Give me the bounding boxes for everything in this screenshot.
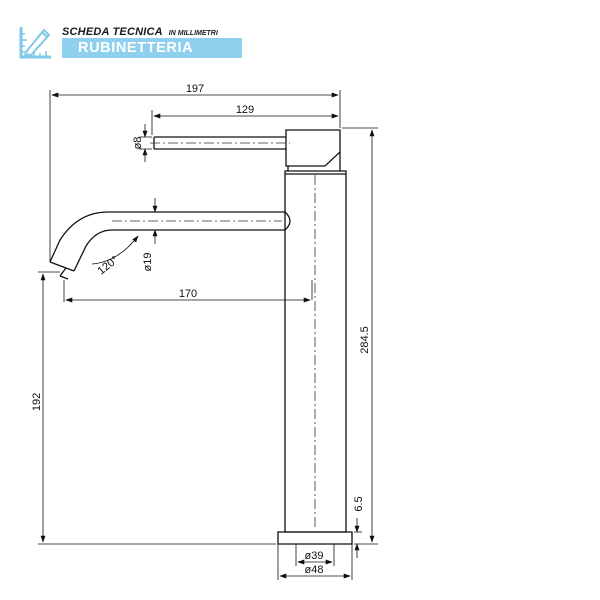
- title-line: SCHEDA TECNICA IN MILLIMETRI: [62, 22, 218, 38]
- dim-lever-diameter: ø8: [132, 137, 144, 150]
- dim-spout-diameter: ø19: [142, 253, 154, 272]
- extension-lines: [38, 90, 378, 580]
- dim-spout-reach: 170: [179, 288, 197, 300]
- header: SCHEDA TECNICA IN MILLIMETRI RUBINETTERIA: [18, 22, 248, 64]
- dim-spout-angle: 120°: [95, 254, 120, 277]
- page-title: SCHEDA TECNICA: [62, 26, 163, 38]
- unit-note: IN MILLIMETRI: [168, 30, 218, 37]
- dim-base-height: 6.5: [353, 496, 365, 511]
- center-lines: [112, 142, 316, 530]
- dim-spout-height: 192: [31, 393, 43, 411]
- dim-inner-base-diameter: ø39: [305, 550, 324, 562]
- dim-total-height: 284.5: [359, 326, 371, 354]
- dim-lever-length: 129: [236, 104, 254, 116]
- dim-outer-base-diameter: ø48: [305, 564, 324, 576]
- ruler-pencil-icon: [19, 27, 51, 59]
- dimension-lines: [40, 92, 375, 579]
- category-band: RUBINETTERIA: [62, 38, 242, 58]
- faucet-outline: [49, 129, 353, 545]
- dim-overall-width: 197: [186, 83, 204, 95]
